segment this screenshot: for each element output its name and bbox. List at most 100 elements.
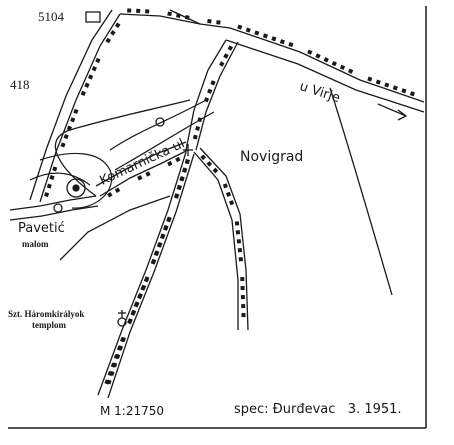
house-marker (133, 302, 139, 308)
house-marker (197, 117, 203, 123)
house-marker (63, 134, 69, 140)
footer-text: spec: Đurđevac 3. 1951. (234, 402, 402, 417)
house-marker (150, 259, 156, 265)
house-marker (113, 354, 119, 360)
house-marker (110, 362, 116, 368)
house-marker (236, 239, 242, 244)
parcel-number-left: 418 (10, 77, 30, 92)
house-marker (254, 30, 260, 36)
house-marker (384, 82, 390, 88)
house-marker (181, 167, 188, 173)
house-marker (229, 200, 235, 206)
house-marker (192, 134, 198, 140)
house-marker (375, 79, 381, 85)
house-marker (241, 304, 246, 309)
scale-text: M 1:21750 (100, 404, 165, 418)
house-marker (60, 142, 66, 148)
house-marker (167, 160, 173, 167)
road-virje-north-edge (229, 27, 425, 103)
house-marker (367, 76, 373, 82)
house-marker (104, 379, 110, 385)
road-west-edge-a (9, 195, 97, 211)
house-marker (207, 18, 212, 24)
symbols (53, 11, 408, 327)
house-marker (235, 230, 241, 235)
house-marker (176, 185, 182, 191)
house-marker (238, 256, 244, 262)
house-marker (136, 8, 141, 13)
house-marker (237, 24, 243, 30)
house-marker (163, 225, 169, 231)
house-marker (240, 277, 245, 282)
house-marker (392, 85, 398, 91)
house-marker (46, 183, 52, 189)
house-marker (323, 57, 329, 63)
house-marker (153, 251, 159, 257)
komarnicka-edge-a (99, 149, 189, 197)
road-southeast-edge-b (199, 147, 249, 331)
road-west-edge-b (9, 205, 99, 221)
house-marker (137, 175, 143, 181)
house-marker (110, 30, 116, 36)
house-marker (130, 310, 136, 316)
house-marker (245, 27, 251, 33)
house-marker (73, 108, 79, 114)
house-marker (114, 187, 121, 193)
house-marker (210, 80, 216, 86)
house-marker (307, 49, 313, 55)
road-lower-left-a (59, 195, 171, 261)
house-marker (44, 192, 50, 198)
church-label-line1: Szt. Háromkirályok (8, 309, 85, 319)
house-marker (173, 193, 180, 199)
house-marker (339, 64, 346, 71)
house-marker (262, 33, 268, 39)
sun-icon-east (155, 117, 165, 127)
mill-inner-icon (72, 184, 80, 192)
house-marker (156, 242, 162, 248)
direction-arrow-icon (377, 103, 408, 121)
house-marker (179, 176, 185, 182)
house-marker (84, 82, 90, 88)
house-marker (166, 217, 172, 223)
house-marker (143, 277, 149, 283)
house-marker (140, 285, 146, 291)
house-marker (222, 183, 228, 189)
house-marker (271, 36, 277, 42)
house-marker (223, 53, 229, 59)
house-marker (127, 8, 132, 13)
house-marker (315, 53, 321, 59)
house-marker (107, 192, 113, 198)
road-top-a (169, 9, 231, 29)
house-marker (207, 88, 213, 94)
house-marker (137, 294, 143, 300)
house-marker (184, 159, 190, 165)
house-marker (145, 171, 151, 177)
mill-stream (29, 99, 215, 209)
house-marker (219, 61, 225, 67)
house-marker (95, 57, 101, 64)
mill-circle-icon (66, 178, 86, 198)
house-marker (206, 161, 213, 167)
house-marker (66, 125, 72, 131)
house-marker (175, 156, 181, 163)
house-marker (225, 191, 232, 197)
house-marker (331, 60, 337, 67)
road-right-lower (329, 87, 393, 296)
road-central-west-edge (185, 39, 227, 151)
house-marker (240, 295, 245, 300)
town-label: Novigrad (240, 149, 304, 165)
road-central-east-edge (195, 41, 239, 151)
road-northwest-edge-b (39, 13, 121, 203)
house-marker (80, 90, 86, 97)
house-marker (159, 234, 166, 240)
house-marker (279, 39, 285, 45)
house-marker (240, 286, 245, 291)
house-marker (203, 97, 210, 103)
house-marker (91, 66, 97, 72)
house-markers (44, 8, 415, 385)
road-top-b (119, 13, 201, 25)
sun-icon-west (53, 203, 63, 213)
house-marker (347, 68, 354, 74)
